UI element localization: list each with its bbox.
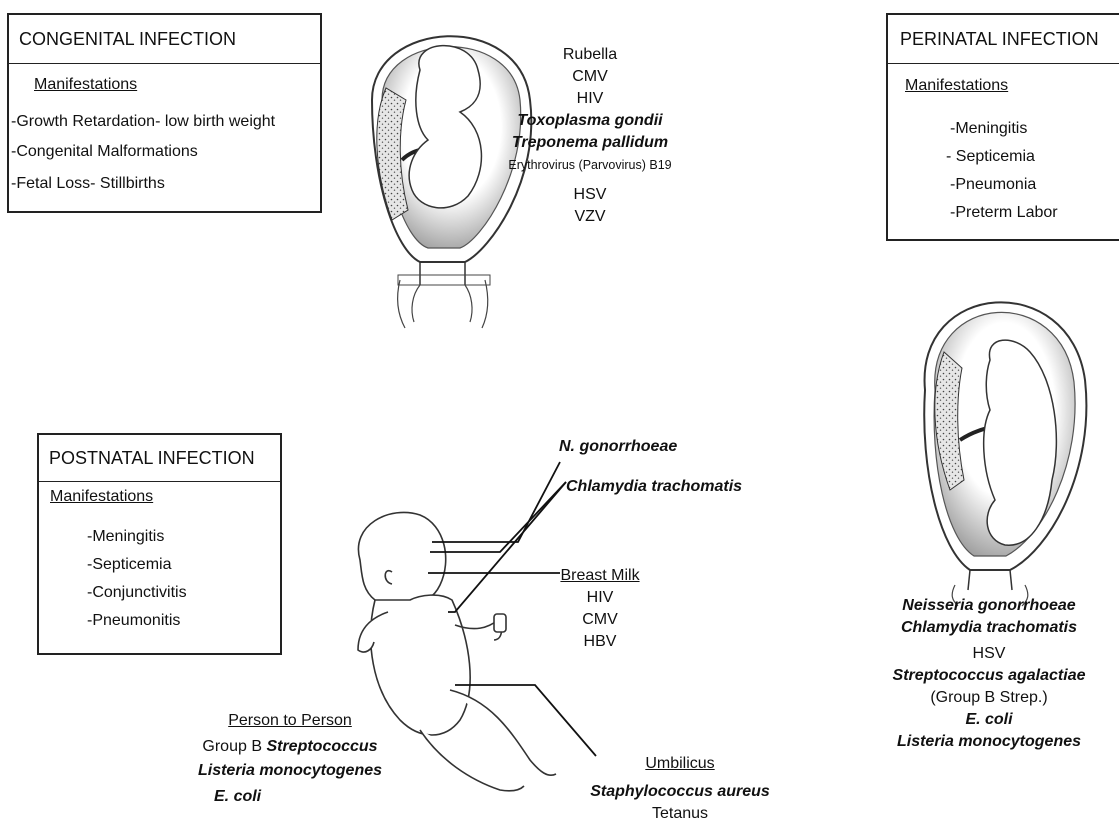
organism-hiv: HIV — [480, 88, 700, 110]
postnatal-item-1: -Septicemia — [87, 556, 171, 574]
congenital-infection-box: CONGENITAL INFECTION Manifestations -Gro… — [7, 13, 322, 213]
baby-leg-lower — [420, 730, 524, 791]
umbilicus-line — [455, 685, 596, 756]
congenital-title: CONGENITAL INFECTION — [9, 15, 320, 64]
organism-vzv: VZV — [480, 206, 700, 228]
person-to-person-e-coli: E. coli — [170, 788, 410, 806]
congenital-manifestations-heading: Manifestations — [34, 76, 137, 94]
breast-milk-organism-hbv: HBV — [545, 631, 655, 653]
congenital-item-2: -Fetal Loss- Stillbirths — [11, 175, 165, 193]
person-to-person-strep: Group B Streptococcus — [170, 738, 410, 756]
breast-milk-organism-hiv: HIV — [545, 587, 655, 609]
organism-group-b-strep: (Group B Strep.) — [862, 687, 1116, 709]
organism-listeria: Listeria monocytogenes — [862, 731, 1116, 753]
postnatal-infection-box: POSTNATAL INFECTION Manifestations -Meni… — [37, 433, 282, 655]
postnatal-item-3: -Pneumonitis — [87, 612, 180, 630]
postnatal-item-2: -Conjunctivitis — [87, 584, 187, 602]
streptococcus-text: Streptococcus — [266, 738, 377, 755]
baby-head — [358, 512, 445, 607]
organism-chlamydia: Chlamydia trachomatis — [862, 617, 1116, 639]
perinatal-item-0: -Meningitis — [950, 120, 1027, 138]
organism-neisseria: Neisseria gonorrhoeae — [862, 595, 1116, 617]
breast-milk-group: Breast Milk HIV CMV HBV — [545, 565, 655, 653]
organism-treponema: Treponema pallidum — [480, 132, 700, 154]
group-b-prefix: Group B — [202, 738, 266, 755]
person-to-person-listeria: Listeria monocytogenes — [170, 762, 410, 780]
perinatal-item-3: -Preterm Labor — [950, 204, 1058, 222]
perinatal-item-2: -Pneumonia — [950, 176, 1036, 194]
postnatal-item-0: -Meningitis — [87, 528, 164, 546]
fetus — [409, 46, 481, 208]
umbilicus-group: Umbilicus Staphylococcus aureus Tetanus — [560, 753, 800, 825]
congenital-item-1: -Congenital Malformations — [11, 143, 198, 161]
organism-n-gonorrhoeae: N. gonorrhoeae — [559, 438, 677, 456]
breast-milk-organism-cmv: CMV — [545, 609, 655, 631]
organism-chlamydia-trachomatis: Chlamydia trachomatis — [566, 478, 742, 496]
umbilicus-organism-staph: Staphylococcus aureus — [560, 781, 800, 803]
cervix — [968, 570, 1012, 590]
baby-fist — [494, 614, 506, 632]
organism-toxoplasma: Toxoplasma gondii — [480, 110, 700, 132]
postnatal-title: POSTNATAL INFECTION — [39, 435, 280, 482]
organism-cmv: CMV — [480, 66, 700, 88]
cervix — [420, 262, 465, 285]
vagina — [398, 280, 488, 328]
organism-hsv: HSV — [480, 184, 700, 206]
organism-parvovirus: Erythrovirus (Parvovirus) B19 — [480, 154, 700, 176]
perinatal-title: PERINATAL INFECTION — [888, 15, 1119, 64]
perinatal-item-1: - Septicemia — [946, 148, 1035, 166]
organism-e-coli: E. coli — [862, 709, 1116, 731]
organism-hsv: HSV — [862, 643, 1116, 665]
congenital-organism-list: Rubella CMV HIV Toxoplasma gondii Trepon… — [480, 44, 700, 228]
breast-milk-label: Breast Milk — [545, 565, 655, 587]
umbilicus-label: Umbilicus — [560, 753, 800, 775]
organism-strep-agalactiae: Streptococcus agalactiae — [862, 665, 1116, 687]
person-to-person-group: Person to Person Group B Streptococcus L… — [170, 712, 410, 806]
congenital-item-0: -Growth Retardation- low birth weight — [11, 113, 275, 131]
perinatal-organism-list: Neisseria gonorrhoeae Chlamydia trachoma… — [862, 595, 1116, 753]
organism-rubella: Rubella — [480, 44, 700, 66]
perinatal-uterus-illustration — [924, 302, 1086, 606]
perinatal-manifestations-heading: Manifestations — [905, 77, 1008, 95]
perinatal-infection-box: PERINATAL INFECTION Manifestations -Meni… — [886, 13, 1119, 241]
postnatal-manifestations-heading: Manifestations — [50, 488, 153, 506]
umbilicus-organism-tetanus: Tetanus — [560, 803, 800, 825]
eye-line-gonorrhoeae — [432, 462, 560, 542]
person-to-person-label: Person to Person — [170, 712, 410, 730]
